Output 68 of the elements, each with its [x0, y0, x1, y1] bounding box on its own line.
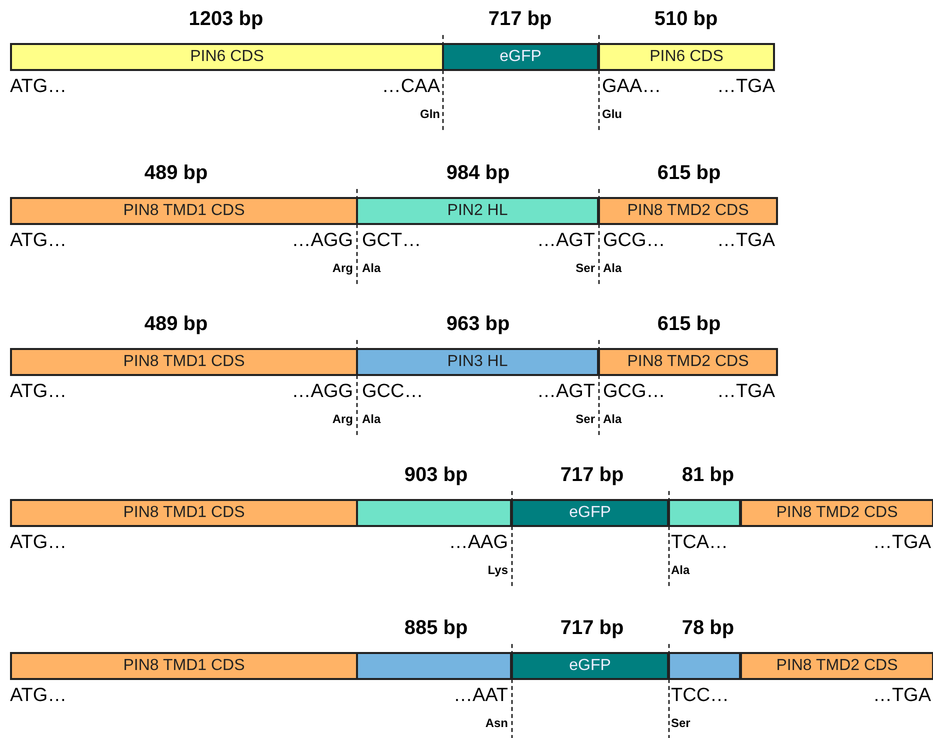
length-label: 78 bp [682, 618, 734, 638]
gene-segment-bar: PIN8 TMD2 CDS [740, 499, 933, 527]
codon-label: ATG… [10, 382, 67, 401]
length-label: 984 bp [446, 163, 510, 183]
length-label: 1203 bp [188, 9, 264, 29]
length-label: 489 bp [144, 314, 208, 334]
amino-acid-label: Ala [671, 564, 690, 576]
length-label: 717 bp [560, 618, 624, 638]
length-label: 615 bp [657, 163, 721, 183]
amino-acid-label: Ser [671, 717, 690, 729]
amino-acid-label: Ala [362, 262, 381, 274]
gene-segment-bar: PIN2 HL [356, 197, 599, 225]
gene-segment-bar: PIN8 TMD2 CDS [598, 197, 778, 225]
gene-segment-bar: PIN6 CDS [598, 43, 775, 71]
gene-segment-bar: PIN8 TMD1 CDS [10, 499, 358, 527]
codon-label: …CAA [382, 77, 440, 96]
codon-label: GCG… [603, 382, 666, 401]
amino-acid-label: Ala [603, 262, 622, 274]
codon-label: TCC… [671, 686, 730, 705]
amino-acid-label: Asn [485, 717, 508, 729]
amino-acid-label: Ser [576, 413, 595, 425]
codon-label: …TGA [716, 231, 775, 250]
amino-acid-label: Ser [576, 262, 595, 274]
codon-label: …AGT [536, 382, 595, 401]
gene-segment-bar: PIN3 HL [356, 348, 599, 376]
codon-label: …TGA [716, 77, 775, 96]
codon-label: GAA… [602, 77, 662, 96]
length-label: 963 bp [446, 314, 510, 334]
codon-label: …AAG [448, 533, 508, 552]
gene-segment-bar: PIN8 TMD2 CDS [740, 652, 933, 680]
amino-acid-label: Gln [420, 108, 440, 120]
codon-label: TCA… [671, 533, 728, 552]
codon-label: …AGG [292, 382, 353, 401]
codon-label: GCT… [362, 231, 422, 250]
gene-segment-bar: PIN8 TMD2 CDS [598, 348, 778, 376]
codon-label: …AGG [292, 231, 353, 250]
length-label: 717 bp [560, 465, 624, 485]
gene-segment-bar: eGFP [511, 652, 669, 680]
amino-acid-label: Lys [488, 564, 508, 576]
gene-segment-bar: PIN6 CDS [10, 43, 444, 71]
codon-label: ATG… [10, 533, 67, 552]
codon-label: GCC… [362, 382, 424, 401]
codon-label: GCG… [603, 231, 666, 250]
amino-acid-label: Ala [362, 413, 381, 425]
gene-segment-bar: eGFP [442, 43, 599, 71]
amino-acid-label: Arg [332, 413, 353, 425]
gene-segment-bar: eGFP [511, 499, 669, 527]
amino-acid-label: Arg [332, 262, 353, 274]
length-label: 615 bp [657, 314, 721, 334]
length-label: 81 bp [682, 465, 734, 485]
gene-segment-bar: PIN8 TMD1 CDS [10, 348, 358, 376]
codon-label: …AAT [453, 686, 508, 705]
codon-label: ATG… [10, 231, 67, 250]
length-label: 717 bp [488, 9, 552, 29]
gene-segment-bar: PIN8 TMD1 CDS [10, 197, 358, 225]
codon-label: ATG… [10, 77, 67, 96]
length-label: 903 bp [404, 465, 468, 485]
length-label: 489 bp [144, 163, 208, 183]
amino-acid-label: Ala [603, 413, 622, 425]
length-label: 510 bp [654, 9, 718, 29]
codon-label: …TGA [716, 382, 775, 401]
length-label: 885 bp [404, 618, 468, 638]
codon-label: …TGA [872, 533, 931, 552]
amino-acid-label: Glu [602, 108, 622, 120]
codon-label: …AGT [536, 231, 595, 250]
codon-label: …TGA [872, 686, 931, 705]
codon-label: ATG… [10, 686, 67, 705]
gene-segment-bar: PIN8 TMD1 CDS [10, 652, 358, 680]
